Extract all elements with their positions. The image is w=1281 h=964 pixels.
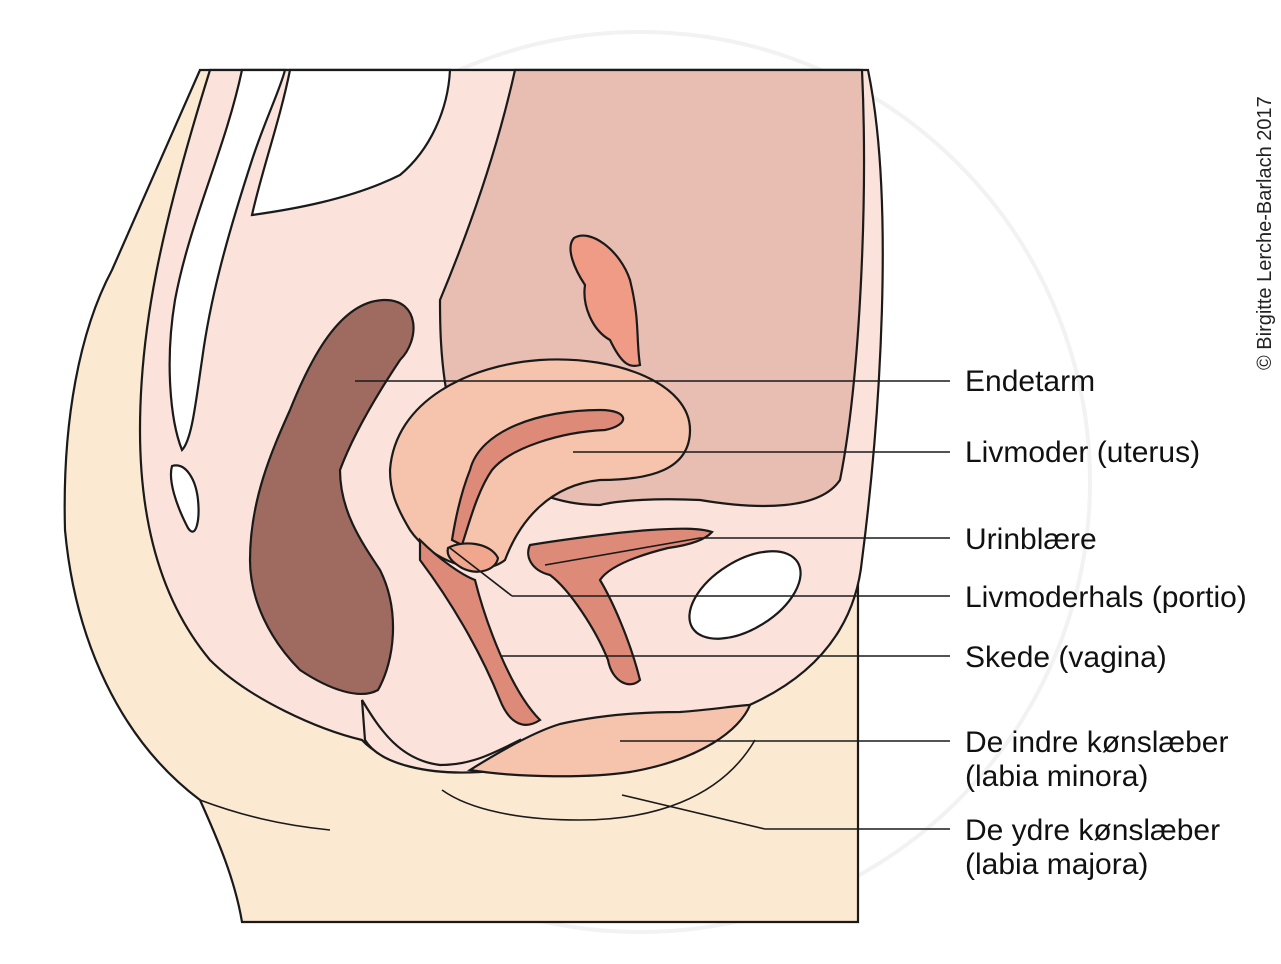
label-ydre-line2: (labia majora) [965,848,1148,881]
label-endetarm: Endetarm [965,365,1095,398]
label-indre-line2: (labia minora) [965,760,1148,793]
label-livmoder: Livmoder (uterus) [965,436,1200,469]
label-indre-line1: De indre kønslæber [965,726,1228,759]
label-ydre-line1: De ydre kønslæber [965,814,1220,847]
label-skede: Skede (vagina) [965,641,1167,674]
label-urinblaere: Urinblære [965,523,1097,556]
copyright-text: © Birgitte Lerche-Barlach 2017 [1254,96,1276,370]
label-livmoderhals: Livmoderhals (portio) [965,581,1247,614]
